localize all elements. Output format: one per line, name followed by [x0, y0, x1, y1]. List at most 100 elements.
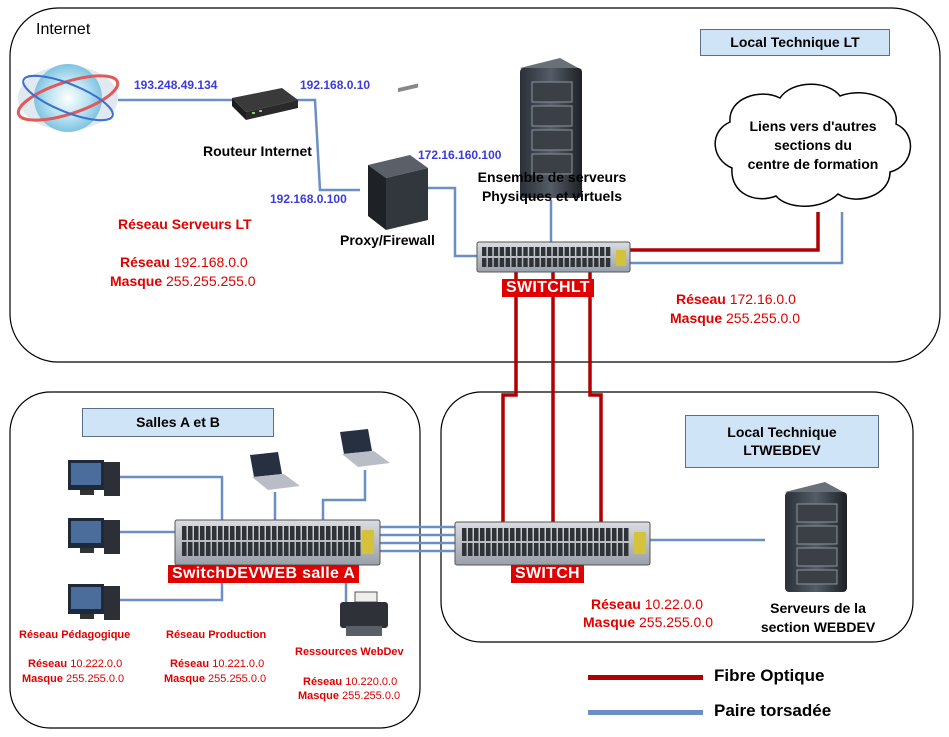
switch-port [284, 542, 289, 556]
switch-port [576, 258, 581, 267]
servers-webdev-label: Serveurs de la section WEBDEV [748, 599, 888, 637]
switch-port [624, 543, 629, 556]
switch-port [594, 258, 599, 267]
switch-port [582, 543, 587, 556]
twisted-pair-links [118, 98, 844, 618]
switch-port [558, 528, 563, 541]
proxy-wan-ip-label: 192.168.0.100 [270, 192, 347, 206]
reseau-value: 10.22.0.0 [644, 596, 704, 612]
switch-port [505, 247, 510, 256]
network-ressources-masque: Masque 255.255.0.0 [298, 690, 400, 702]
network-ressources-reseau: Réseau 10.220.0.0 [303, 676, 397, 688]
switch-port [236, 542, 241, 556]
switch-port [523, 247, 528, 256]
switch-port [296, 526, 301, 540]
switch-port [236, 526, 241, 540]
switch-port [492, 528, 497, 541]
switch-port [576, 528, 581, 541]
network-pedagogique-masque: Masque 255.255.0.0 [22, 673, 124, 685]
cloud-label-line1: Liens vers d'autres [749, 118, 877, 134]
switch-port [570, 258, 575, 267]
masque-value: 255.255.0.0 [639, 614, 713, 630]
switch-devweb-label: SwitchDEVWEB salle A [168, 565, 360, 583]
switch-port [344, 526, 349, 540]
switch-port [493, 258, 499, 267]
switch-port [535, 258, 540, 267]
switch-port [320, 542, 325, 556]
switch-port [534, 528, 539, 541]
switch-port [242, 526, 247, 540]
switch-port [194, 526, 199, 540]
switch-port [482, 247, 487, 256]
switch-port [618, 543, 623, 556]
switch-port [266, 526, 271, 540]
switch-port [605, 247, 611, 256]
desktop-pc-icon-2 [68, 518, 120, 554]
network-serveurs-lt-masque: Masque 255.255.255.0 [110, 273, 256, 289]
network-pedagogique-title: Réseau Pédagogique [19, 629, 131, 641]
switch-port [468, 543, 473, 556]
switch-port [248, 526, 253, 540]
zone-title-lt: Local Technique LT [700, 29, 890, 56]
switch-port [230, 542, 235, 556]
switch-port [516, 528, 521, 541]
switch-port [594, 528, 599, 541]
switch-port [511, 258, 516, 267]
switch-port [600, 543, 605, 556]
network-serveurs-lt-reseau: Réseau 192.168.0.0 [120, 254, 248, 270]
legend-fibre-swatch [588, 675, 703, 680]
switch-port [552, 247, 558, 256]
switch-port [522, 543, 527, 556]
switch-port [260, 542, 265, 556]
switch-port [326, 526, 331, 540]
switch-port [486, 543, 491, 556]
switch-port [338, 526, 343, 540]
switch-port [182, 526, 187, 540]
switch-port [570, 543, 575, 556]
public-ip-label: 193.248.49.134 [134, 78, 218, 92]
switch-port [498, 543, 503, 556]
switch-port [290, 542, 295, 556]
switch-port [552, 258, 558, 267]
reseau-key: Réseau [591, 596, 641, 612]
switch-port [582, 258, 587, 267]
switch-port [588, 543, 593, 556]
switch-port [482, 258, 487, 267]
switch-port [188, 526, 193, 540]
switch-port [218, 542, 223, 556]
switch-port [510, 528, 515, 541]
switch-port [474, 543, 479, 556]
masque-value: 255.255.255.0 [166, 273, 256, 289]
cloud-label-line3: centre de formation [747, 156, 879, 172]
switch-port [486, 528, 491, 541]
switch-port [224, 526, 229, 540]
switch-port [576, 543, 581, 556]
switch-port [600, 247, 605, 256]
switch-port [272, 542, 277, 556]
switch-port [212, 542, 217, 556]
router-lan-ip-label: 192.168.0.10 [300, 78, 371, 92]
reseau-key: Réseau [676, 291, 726, 307]
switch-port [570, 247, 575, 256]
switch-port [546, 543, 551, 556]
switch-port [528, 543, 533, 556]
switch-port [332, 526, 337, 540]
switch-port [320, 526, 325, 540]
switch-port [326, 542, 331, 556]
switch-port [492, 543, 497, 556]
masque-value: 255.255.0.0 [66, 673, 125, 685]
switch-port [248, 542, 253, 556]
switch-port [356, 542, 361, 556]
switch-port [344, 542, 349, 556]
switch-port [534, 543, 539, 556]
switch-port [308, 542, 313, 556]
switch-port [588, 528, 593, 541]
proxy-label: Proxy/Firewall [340, 232, 435, 248]
switch-port [182, 542, 187, 556]
switch-port [206, 526, 211, 540]
zone-title-internet: Internet [36, 21, 91, 38]
network-webdev-masque: Masque 255.255.0.0 [583, 614, 713, 630]
network-production-masque: Masque 255.255.0.0 [164, 673, 266, 685]
switch-port [242, 542, 247, 556]
